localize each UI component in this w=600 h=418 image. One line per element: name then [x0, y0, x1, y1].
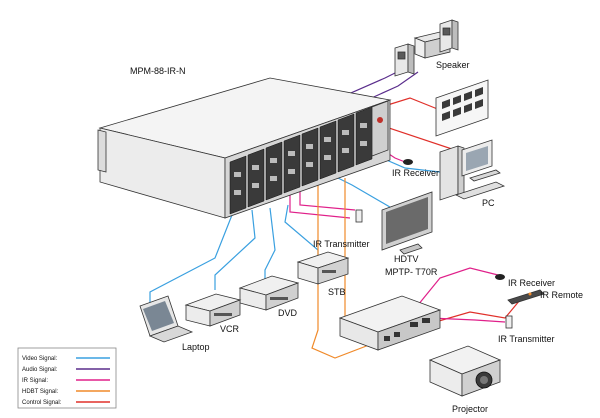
projector-device — [428, 345, 502, 397]
dvd-device — [238, 275, 300, 311]
legend-label: Audio Signal: — [22, 367, 58, 373]
speaker-label: Speaker — [436, 60, 470, 70]
stb-device — [296, 251, 350, 285]
card-slots — [229, 106, 373, 215]
ir-receiver-right-label: IR Receiver — [508, 278, 555, 288]
legend-label: Control Signal: — [22, 400, 62, 406]
hdbt-wire-2 — [344, 178, 386, 323]
card-ports — [234, 123, 367, 195]
matrix-switcher — [97, 77, 392, 219]
ir-receiver-right — [495, 274, 505, 280]
ir-transmitter-top-label: IR Transmitter — [313, 239, 370, 249]
legend-label: HDBT Signal: — [22, 389, 59, 395]
legend-label: IR Signal: — [22, 378, 48, 384]
control-panel — [435, 79, 489, 137]
ir-wire-transmitter-right — [429, 317, 506, 323]
laptop-device — [139, 295, 194, 343]
legend-label: Video Signal: — [22, 356, 58, 362]
ir-remote-device — [507, 289, 545, 305]
ir-remote-label: IR Remote — [540, 290, 583, 300]
video-wire-vcr — [214, 209, 256, 290]
ir-transmitter-top — [355, 209, 363, 223]
ir-receiver-top-label: IR Receiver — [392, 168, 439, 178]
hdtv-device — [381, 191, 433, 255]
ir-wire-receiver-right — [417, 267, 499, 306]
video-wire-dvd — [264, 207, 276, 285]
ir-receiver-top — [403, 159, 413, 165]
receiver-model-label: MPTP- T70R — [385, 267, 438, 277]
vcr-device — [184, 293, 242, 327]
pc-label: PC — [482, 198, 495, 208]
hdtv-label: HDTV — [394, 254, 419, 264]
stb-label: STB — [328, 287, 346, 297]
pc-device — [439, 139, 506, 201]
projector-label: Projector — [452, 404, 488, 414]
dvd-label: DVD — [278, 308, 298, 318]
speaker-device — [394, 19, 459, 77]
ir-transmitter-right-label: IR Transmitter — [498, 334, 555, 344]
receiver-box — [338, 295, 442, 351]
ir-transmitter-right — [505, 315, 513, 329]
laptop-label: Laptop — [182, 342, 210, 352]
switcher-title: MPM-88-IR-N — [130, 66, 186, 76]
legend: Video Signal: Audio Signal: IR Signal: HDBT… — [17, 347, 117, 409]
vcr-label: VCR — [220, 324, 240, 334]
video-wire-laptop — [149, 214, 233, 305]
